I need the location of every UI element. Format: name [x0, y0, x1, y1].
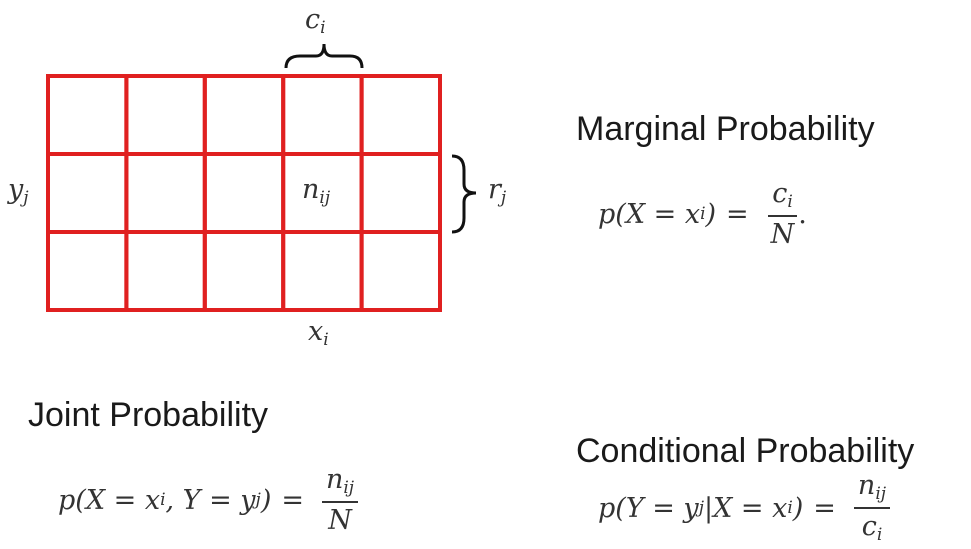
grid-cell: [202, 152, 286, 234]
marginal-fraction: ci N: [767, 180, 799, 248]
grid-cell: [202, 74, 286, 156]
grid-cell: [359, 230, 443, 312]
row-label-left: yj: [8, 174, 29, 208]
joint-probability-heading: Joint Probability: [28, 396, 269, 434]
grid-cell: [46, 152, 129, 234]
grid-cell: [359, 152, 443, 234]
marginal-probability-heading: Marginal Probability: [576, 110, 875, 148]
grid-cell: [124, 230, 207, 312]
joint-fraction: nij N: [321, 466, 359, 534]
conditional-fraction: nij ci: [853, 472, 891, 544]
column-label: ci: [305, 4, 326, 38]
column-brace: [284, 43, 364, 69]
grid-cell: [281, 74, 364, 156]
grid-cell: [124, 74, 207, 156]
grid-cell: [359, 74, 443, 156]
row-brace: [451, 154, 477, 234]
grid-cell: [46, 74, 129, 156]
conditional-probability-heading: Conditional Probability: [576, 432, 915, 470]
grid-cell: [124, 152, 207, 234]
row-label-right: rj: [488, 174, 507, 208]
grid-lines: [46, 74, 443, 312]
grid-cell: [46, 230, 129, 312]
grid-cell: [202, 230, 286, 312]
grid-cell: [281, 230, 364, 312]
cell-label: nij: [302, 174, 331, 208]
bottom-label: xi: [308, 316, 329, 350]
